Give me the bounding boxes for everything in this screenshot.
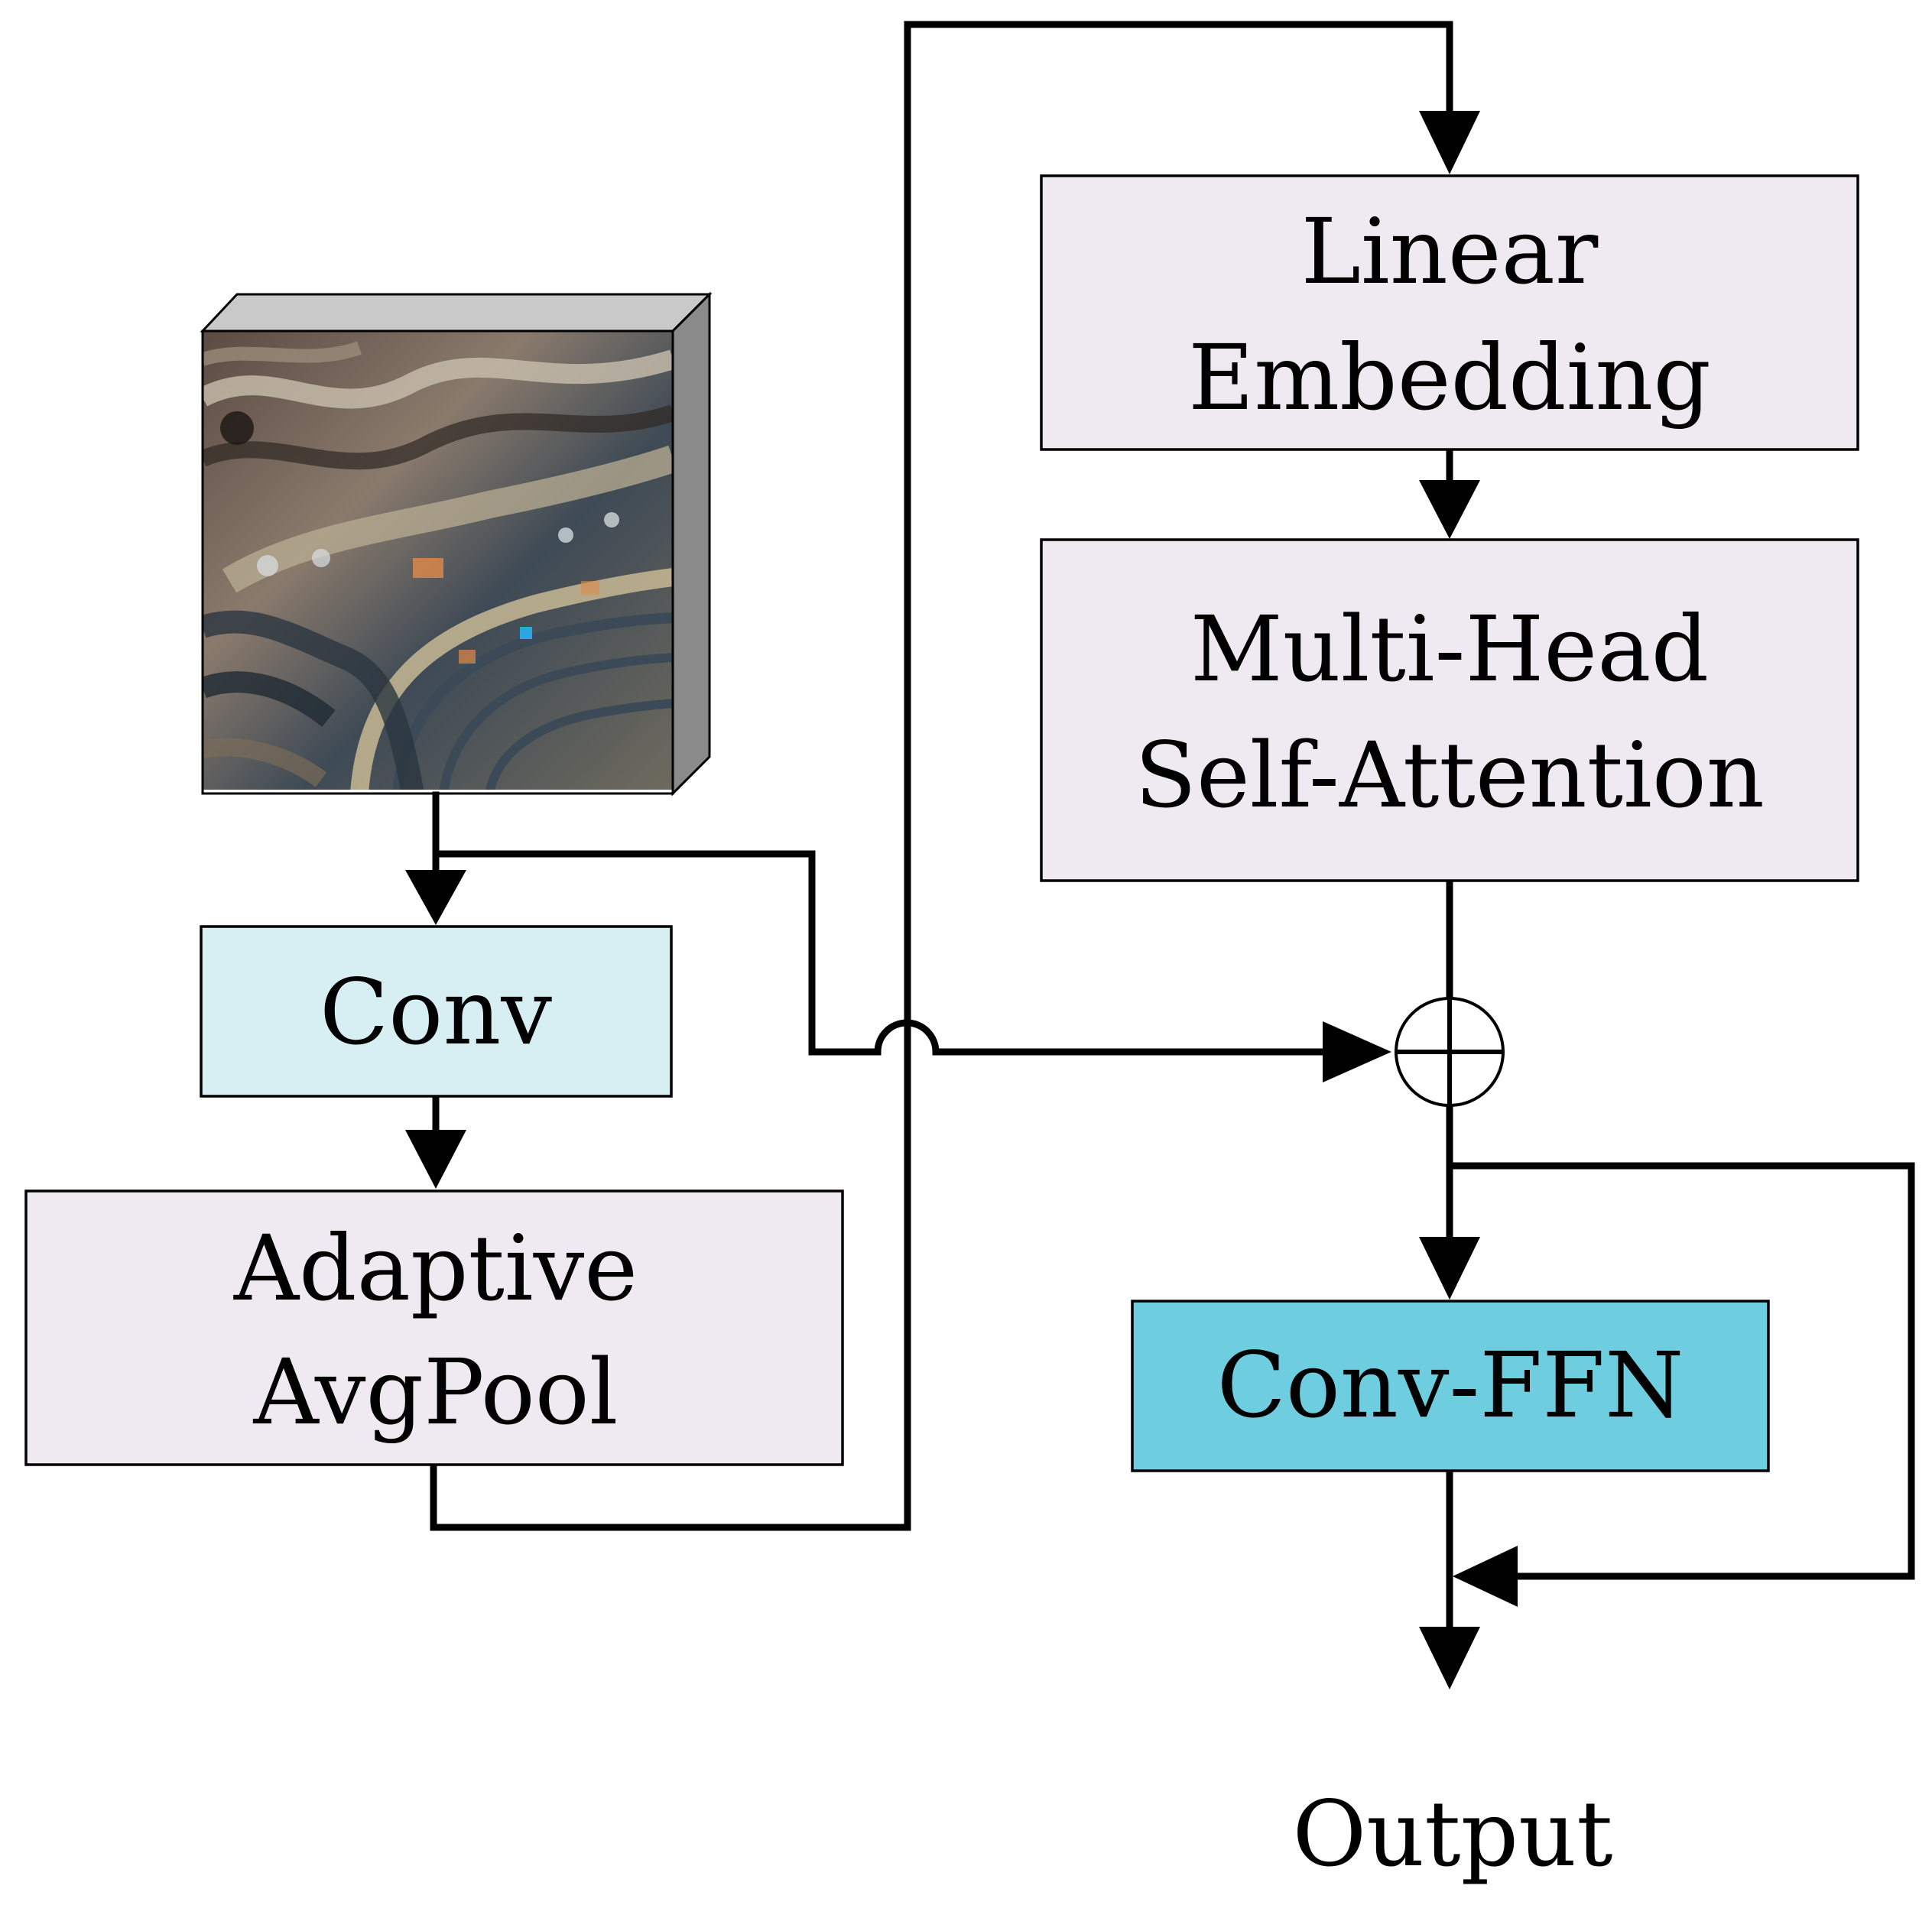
arrowhead-to-plus (1323, 1021, 1391, 1082)
input-patch-cube (200, 291, 713, 797)
conv-box: Conv (200, 925, 673, 1098)
linear-embedding-label-line2: Embedding (1188, 325, 1711, 430)
arrowhead-to-ffn (1419, 1237, 1480, 1300)
cube-side-face (671, 291, 711, 797)
linear-embedding-label-line1: Linear (1301, 199, 1599, 304)
linear-embedding-box: Linear Embedding (1040, 174, 1859, 451)
adaptive-avgpool-label-line2: AvgPool (252, 1339, 618, 1445)
arrowhead-ffn-skip (1453, 1546, 1518, 1607)
arrowhead-to-output (1419, 1627, 1480, 1689)
mhsa-label-line2: Self-Attention (1135, 722, 1765, 828)
cube-top-face (200, 293, 713, 333)
arrowhead-to-avgpool (405, 1130, 466, 1189)
line-residual-branch (432, 850, 882, 1056)
adaptive-avgpool-label-line1: Adaptive (233, 1215, 638, 1321)
line-ffn-skip (1446, 1162, 1915, 1580)
conv-ffn-label: Conv-FFN (1217, 1332, 1684, 1438)
mhsa-label-line1: Multi-Head (1190, 596, 1709, 702)
adaptive-avgpool-box: Adaptive AvgPool (24, 1189, 844, 1466)
add-operator-icon (1395, 997, 1505, 1107)
connectors (405, 21, 1915, 1689)
mhsa-box: Multi-Head Self-Attention (1040, 538, 1859, 882)
arrowhead-to-embedding (1419, 111, 1480, 174)
conv-label: Conv (320, 959, 552, 1065)
hyperspectral-patch-image (203, 331, 673, 790)
arrowhead-to-conv (405, 870, 466, 925)
arrowhead-to-mhsa (1419, 480, 1480, 539)
output-label: Output (1292, 1781, 1612, 1887)
conv-ffn-box: Conv-FFN (1131, 1300, 1770, 1472)
line-avgpool-to-embedding (430, 21, 1453, 1531)
